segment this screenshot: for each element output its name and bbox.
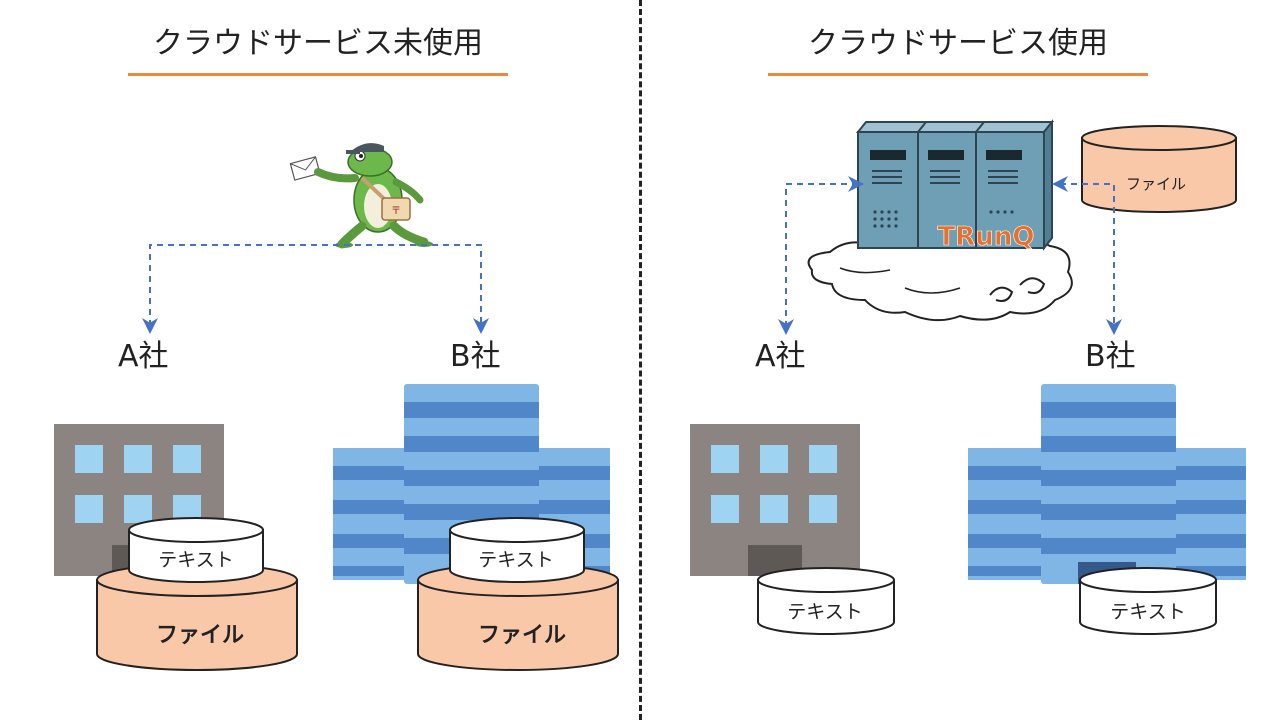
- server-brand-logo: TRunQ: [938, 222, 1035, 252]
- left-company-a-text-label: テキスト: [158, 549, 233, 571]
- right-company-a-text-label: テキスト: [787, 601, 862, 623]
- left-panel-title: クラウドサービス未使用: [153, 26, 483, 61]
- panel-divider: [639, 0, 642, 720]
- right-company-b-text-label: テキスト: [1110, 601, 1185, 623]
- cloud-file-label: ファイル: [1126, 175, 1186, 193]
- right-route-arrow-a: [778, 176, 864, 335]
- server-on-cloud-icon: TRunQ: [855, 119, 1055, 252]
- right-company-a-building: [690, 424, 860, 576]
- right-company-b-text-db: テキスト: [1079, 567, 1217, 635]
- frog-mail-carrier-icon: 〒: [289, 143, 433, 249]
- left-company-b-label: B社: [450, 339, 501, 374]
- left-route-arrow: [142, 244, 489, 334]
- right-panel-title: クラウドサービス使用: [808, 26, 1108, 61]
- left-company-a-text-db: テキスト: [128, 517, 264, 583]
- right-company-b-building: [968, 384, 1246, 584]
- right-company-b-label: B社: [1085, 339, 1136, 374]
- cloud-file-db: ファイル: [1081, 125, 1237, 213]
- svg-text:〒: 〒: [391, 206, 401, 217]
- left-company-a-file-label: ファイル: [156, 623, 244, 648]
- left-company-b-text-label: テキスト: [478, 549, 553, 571]
- right-company-a-label: A社: [755, 339, 806, 374]
- right-title-underline: [768, 73, 1148, 76]
- left-company-b-file-label: ファイル: [478, 623, 566, 648]
- left-title-underline: [128, 73, 508, 76]
- left-company-a-label: A社: [118, 339, 169, 374]
- right-company-a-text-db: テキスト: [757, 567, 895, 635]
- left-company-b-text-db: テキスト: [449, 517, 585, 583]
